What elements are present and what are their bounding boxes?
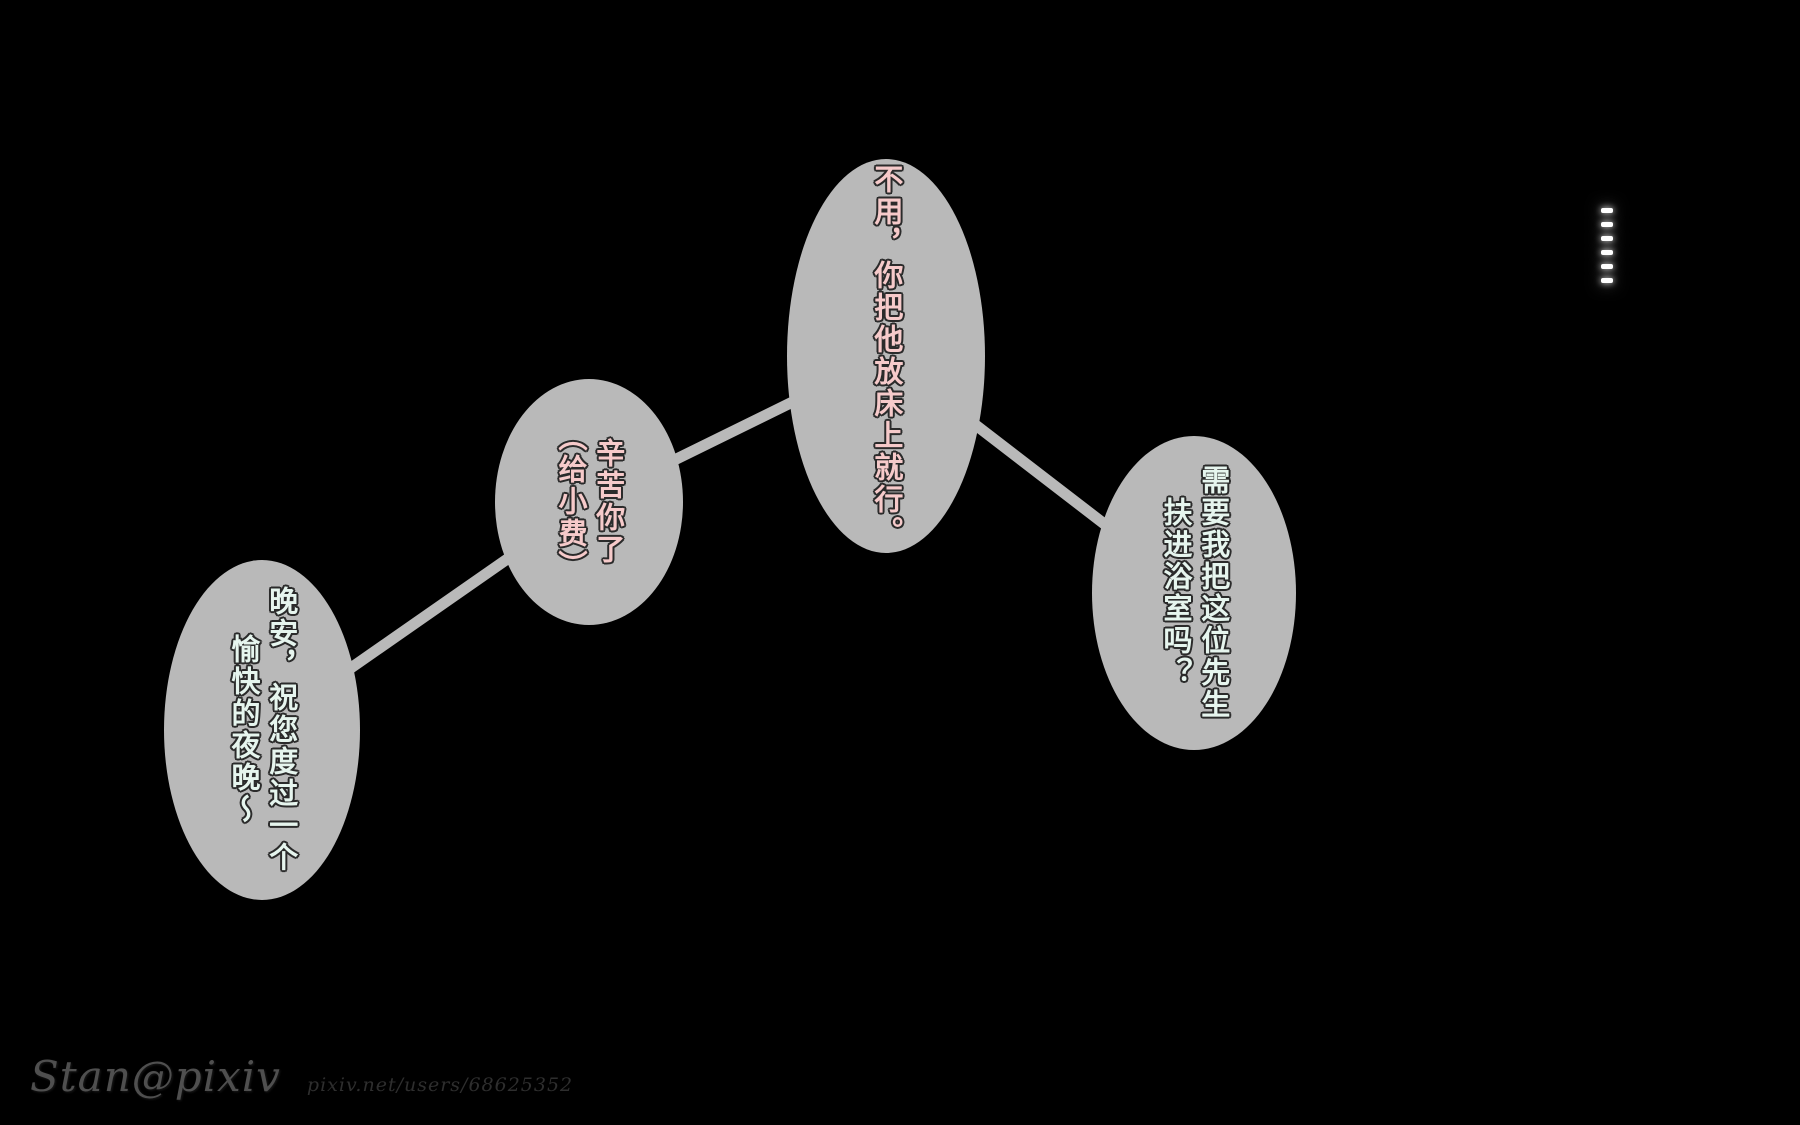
silence-ellipsis bbox=[1601, 208, 1613, 283]
bubble-text: 晚安，祝您度过一个 愉快的夜晚～ bbox=[224, 586, 299, 874]
artist-credit: Stan@pixiv bbox=[30, 1052, 281, 1101]
bubble-text-line: 需要我把这位先生 bbox=[1196, 465, 1231, 721]
ellipsis-dash bbox=[1601, 222, 1613, 227]
watermark: Stan@pixiv pixiv.net/users/68625352 bbox=[30, 1052, 573, 1101]
bubble-text: 不用，你把他放床上就行。 bbox=[867, 164, 905, 548]
bubble-text-line: （给小费） bbox=[554, 422, 588, 582]
artist-url-text: pixiv.net/users/68625352 bbox=[306, 1074, 574, 1096]
bubble-text-line: 愉快的夜晚～ bbox=[227, 634, 261, 826]
ellipsis-dash bbox=[1601, 236, 1613, 241]
speech-bubble-put-on-bed: 不用，你把他放床上就行。 bbox=[787, 159, 985, 553]
ellipsis-dash bbox=[1601, 208, 1613, 213]
ellipsis-dash bbox=[1601, 250, 1613, 255]
bubble-text-line: 扶进浴室吗？ bbox=[1159, 497, 1193, 689]
speech-bubble-bathroom: 需要我把这位先生 扶进浴室吗？ bbox=[1092, 436, 1296, 750]
bubble-text-line: 不用，你把他放床上就行。 bbox=[869, 164, 904, 548]
bubble-text-line: 晚安，祝您度过一个 bbox=[264, 586, 299, 874]
speech-bubble-tip: 辛苦你了 （给小费） bbox=[495, 379, 683, 625]
speech-bubble-goodnight: 晚安，祝您度过一个 愉快的夜晚～ bbox=[164, 560, 360, 900]
bubble-text: 辛苦你了 （给小费） bbox=[551, 422, 626, 582]
bubble-text: 需要我把这位先生 扶进浴室吗？ bbox=[1156, 465, 1231, 721]
bubble-text-line: 辛苦你了 bbox=[591, 438, 626, 566]
ellipsis-dash bbox=[1601, 278, 1613, 283]
ellipsis-dash bbox=[1601, 264, 1613, 269]
